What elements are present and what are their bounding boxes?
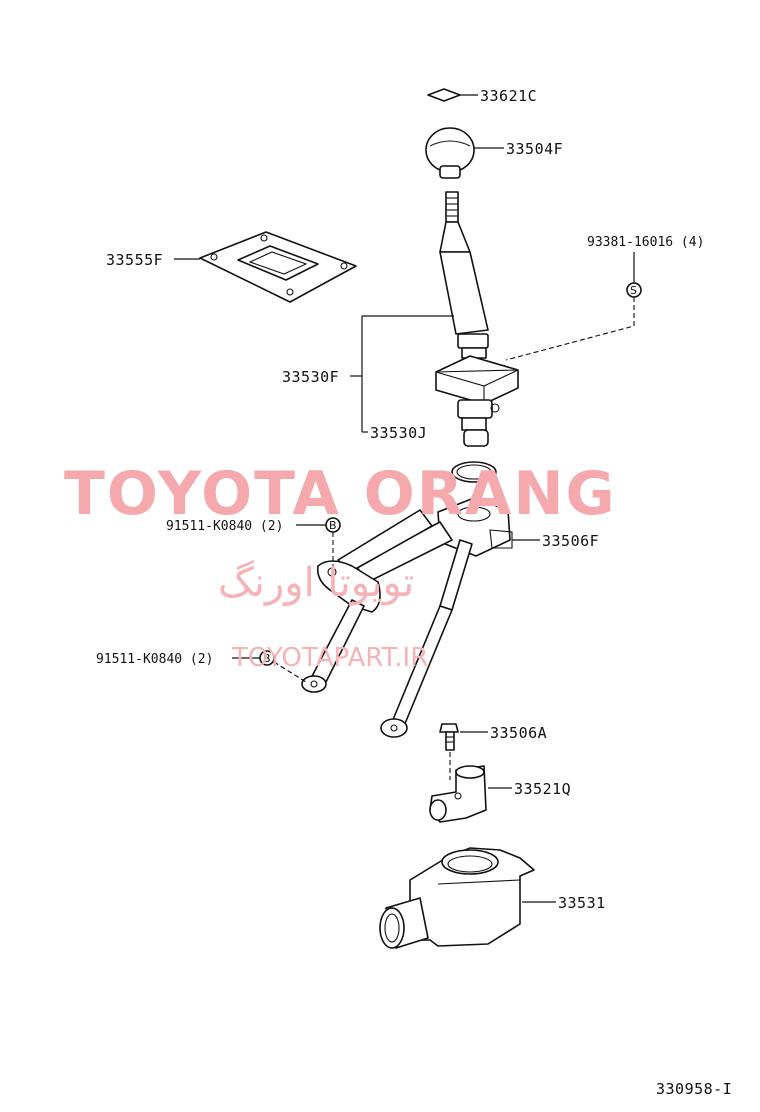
marker-b-icon-upper: B [329, 519, 337, 532]
label-33555F: 33555F [106, 251, 163, 269]
part-33555F: 33555F [106, 231, 357, 303]
watermark-brand: TOYOTA ORANG [64, 459, 617, 529]
label-91511-upper: 91511-K0840 (2) [166, 519, 283, 534]
marker-s-icon: S [630, 284, 637, 297]
marker-b-icon-lower: B [263, 652, 271, 665]
part-33621C: 33621C [427, 87, 537, 105]
watermark-url: TOYOTAPART.IR [231, 643, 428, 673]
label-33521Q: 33521Q [514, 780, 571, 798]
label-33530J: 33530J [370, 424, 427, 442]
label-33504F: 33504F [506, 140, 563, 158]
label-93381-16016: 93381-16016 (4) [587, 235, 704, 250]
label-33621C: 33621C [480, 87, 537, 105]
part-33531: 33531 [379, 847, 606, 949]
label-33530F: 33530F [282, 368, 339, 386]
part-33506F: 33506F [301, 497, 599, 738]
part-33504F: 33504F [425, 127, 563, 179]
diagram-code: 330958-I [656, 1080, 732, 1098]
part-93381-16016: 93381-16016 (4) S [505, 235, 704, 361]
label-91511-lower: 91511-K0840 (2) [96, 652, 213, 667]
watermark-persian: تویوتا اورنگ [218, 560, 414, 606]
part-91511-upper: 91511-K0840 (2) B [166, 517, 341, 566]
part-91511-lower: 91511-K0840 (2) B [96, 650, 307, 683]
label-33506A: 33506A [490, 724, 547, 742]
part-33521Q: 33521Q [429, 765, 571, 823]
label-33506F: 33506F [542, 532, 599, 550]
part-33530F-shift-lever: 33530F 33530J [282, 191, 519, 447]
part-33506A: 33506A [439, 723, 547, 780]
label-33531: 33531 [558, 894, 606, 912]
part-o-ring [451, 461, 497, 483]
